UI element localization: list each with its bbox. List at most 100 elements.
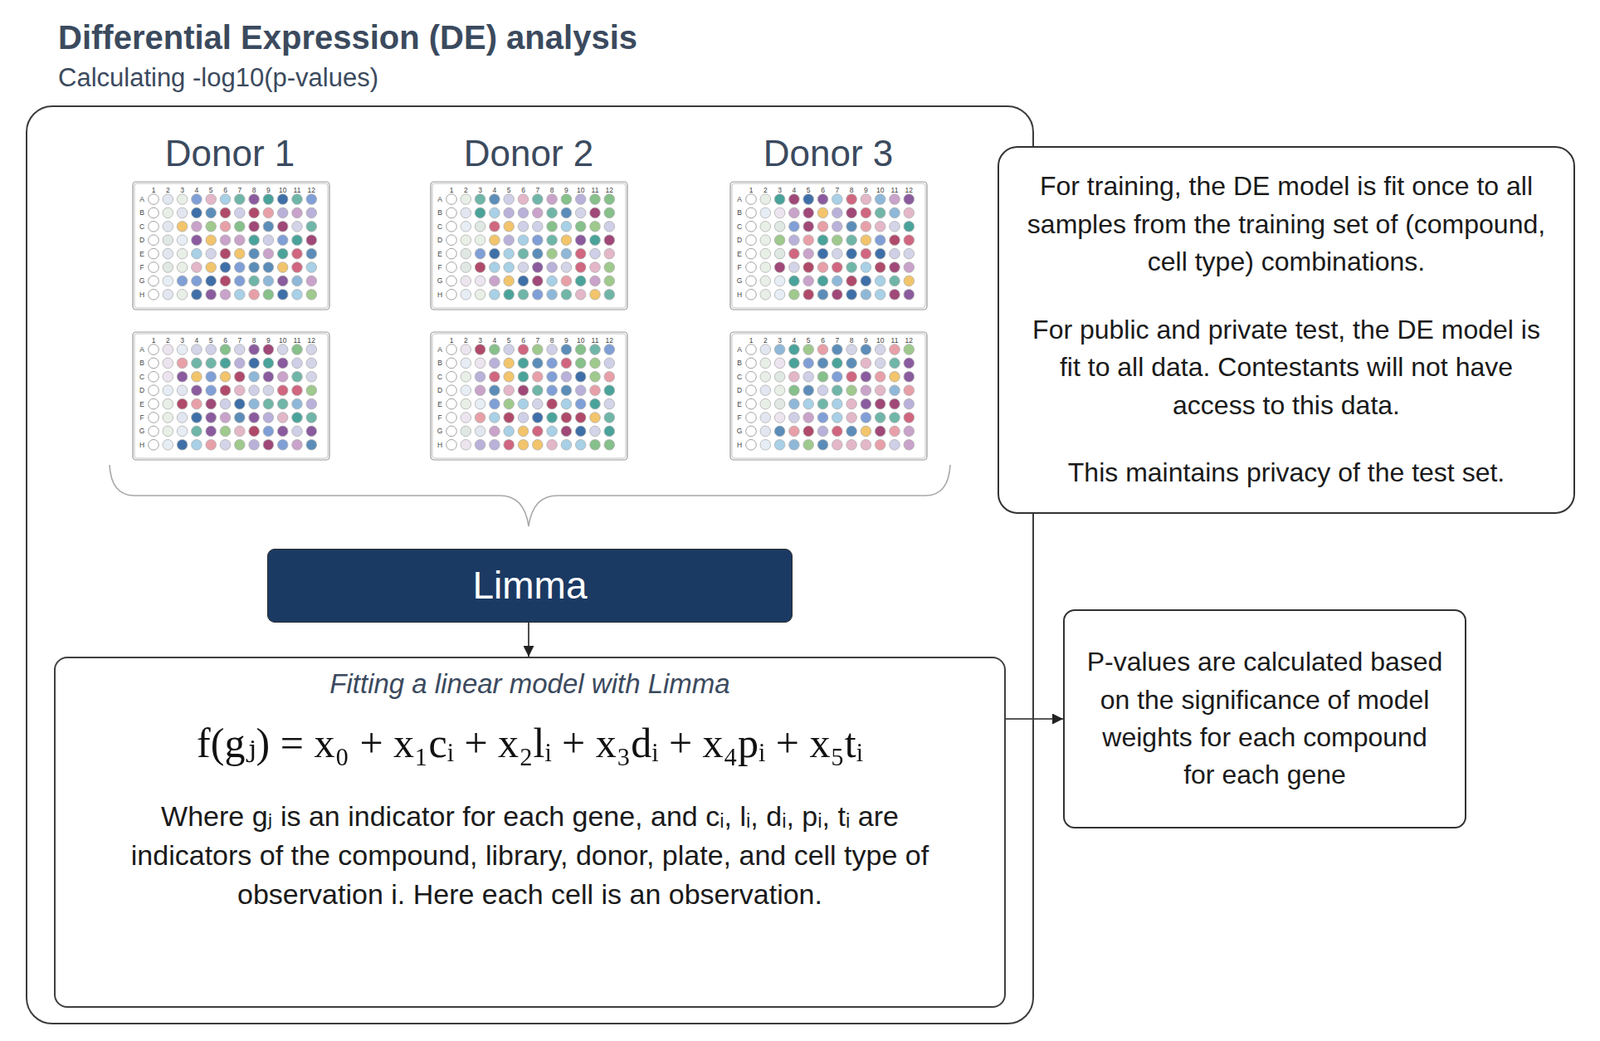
column-number: 2 — [165, 186, 171, 195]
plate-well — [517, 344, 529, 356]
column-number: 5 — [507, 186, 512, 195]
plate-inner-frame — [432, 183, 626, 308]
plate-well — [148, 344, 160, 356]
plate-well — [590, 221, 601, 233]
plate-well — [575, 425, 586, 437]
plate-frame — [730, 181, 927, 310]
plate-well — [874, 385, 886, 396]
plate-well — [191, 234, 203, 246]
plate-well — [148, 425, 160, 437]
plate-well — [817, 289, 829, 301]
plate-well — [263, 275, 274, 287]
plate-well — [263, 262, 274, 274]
row-letter: H — [736, 441, 742, 449]
plate-well — [234, 194, 246, 205]
column-number: 11 — [591, 186, 600, 195]
plate-well — [503, 289, 515, 301]
plate-well — [205, 385, 217, 396]
plate-well — [889, 439, 901, 451]
plate-well — [263, 398, 274, 410]
plate-well — [292, 385, 303, 396]
plate-well — [474, 207, 486, 219]
plate-well — [590, 398, 601, 410]
plate-well — [774, 275, 786, 287]
column-number: 9 — [564, 336, 569, 345]
plate-well — [162, 194, 174, 205]
column-number: 1 — [151, 186, 157, 195]
plate-well — [191, 357, 203, 369]
plate-well — [205, 194, 217, 205]
plate-well — [517, 234, 529, 246]
column-number: 3 — [478, 336, 483, 345]
plate-well — [774, 234, 786, 246]
plate-well — [503, 385, 515, 396]
row-letter: E — [437, 400, 443, 408]
plate-well — [248, 398, 260, 410]
plate-well — [874, 207, 886, 219]
plate-well — [248, 425, 260, 437]
plate-well — [489, 207, 501, 219]
row-letter: G — [139, 427, 146, 435]
plate-well — [306, 248, 318, 259]
plate-well — [860, 221, 872, 233]
plate-well — [176, 262, 188, 274]
plate-well — [219, 248, 231, 259]
column-number: 2 — [463, 336, 469, 345]
plate-well — [292, 248, 303, 259]
plate-well — [889, 248, 901, 259]
column-number: 2 — [763, 186, 768, 195]
plate-well — [176, 194, 188, 205]
plate-well — [460, 262, 472, 274]
plate-well — [560, 194, 572, 205]
plate-well — [832, 234, 844, 246]
plate-well — [874, 248, 886, 259]
column-number: 7 — [834, 336, 840, 345]
plate-well — [889, 371, 901, 383]
row-letter: F — [736, 263, 742, 272]
plate-well — [234, 234, 246, 246]
plate-well — [248, 207, 260, 219]
plate-well — [460, 289, 472, 301]
plate-well — [789, 371, 800, 383]
plate-well — [546, 234, 558, 246]
column-number: 1 — [151, 336, 157, 345]
plate-well — [191, 385, 203, 396]
plate-well — [503, 221, 515, 233]
column-number: 8 — [550, 336, 555, 345]
plate-well — [774, 439, 786, 451]
plate-well — [832, 385, 844, 396]
plate-well — [234, 344, 246, 356]
plate-well — [306, 262, 318, 274]
plate-well — [489, 385, 501, 396]
plate-well — [532, 371, 544, 383]
plate-well — [234, 371, 246, 383]
plate-well — [889, 289, 901, 301]
plate-well — [774, 194, 786, 205]
plate-well — [234, 262, 246, 274]
plate-well — [789, 398, 800, 410]
plate-well — [532, 357, 544, 369]
plate-well — [575, 357, 586, 369]
plate-well — [503, 207, 515, 219]
row-letter: E — [736, 400, 742, 408]
plate-well — [148, 194, 160, 205]
plate-well — [148, 357, 160, 369]
plate-well — [234, 357, 246, 369]
plate-well — [474, 439, 486, 451]
plate-well — [560, 275, 572, 287]
plate-well — [903, 275, 915, 287]
plate-well — [860, 207, 872, 219]
plate-well — [176, 344, 188, 356]
plate-well — [860, 275, 872, 287]
plate-well — [846, 371, 858, 383]
plate-well — [474, 412, 486, 424]
plate-well — [503, 398, 515, 410]
plate-well — [263, 439, 274, 451]
plate-well — [860, 371, 872, 383]
plate-well — [546, 262, 558, 274]
plate-well — [263, 207, 274, 219]
plate-well — [874, 344, 886, 356]
plate-well — [306, 289, 318, 301]
plate-well — [590, 357, 601, 369]
plate-well — [774, 371, 786, 383]
